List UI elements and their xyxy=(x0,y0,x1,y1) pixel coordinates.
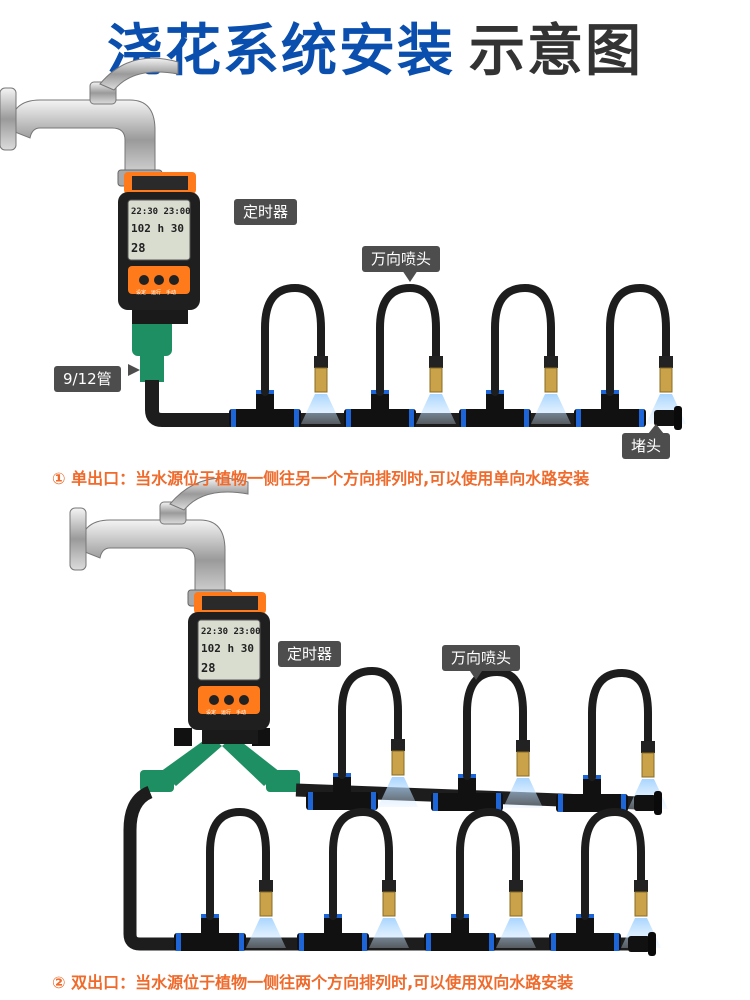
title-highlight: 浇花系统安装 xyxy=(107,19,455,84)
timer-display: 22:30 23:00 102 h 30 28 设定运行手动 xyxy=(131,207,191,296)
sprinkler-icon xyxy=(265,288,341,424)
timer-button-label: 运行 xyxy=(221,709,231,716)
pipe-label: 9/12管 xyxy=(54,366,121,392)
lower-pipe xyxy=(123,785,640,951)
plug-label: 堵头 xyxy=(622,433,671,459)
caption-single-outlet: ① 单出口：当水源位于植物一侧往另一个方向排列时,可以使用单向水路安装 xyxy=(52,469,590,488)
diagram1-assembly xyxy=(0,57,686,434)
sprinkler-icon xyxy=(592,673,668,809)
page-title: 浇花系统安装示意图 xyxy=(0,12,750,92)
nozzle-label: 万向喷头 xyxy=(442,645,521,671)
timer-time-readout: 22:30 23:00 xyxy=(201,627,261,637)
timer-button-label: 手动 xyxy=(166,289,176,296)
timer-button-label: 手动 xyxy=(236,709,246,716)
faucet-icon xyxy=(69,477,249,607)
sprinkler-icon xyxy=(585,812,661,948)
sprinkler-icon xyxy=(333,812,409,948)
timer-label: 定时器 xyxy=(278,641,342,667)
sprinkler-icon xyxy=(467,672,543,808)
timer-duration-readout: 102 h 30 xyxy=(131,222,184,235)
timer-day-readout: 28 xyxy=(201,661,215,675)
timer-button-label: 设定 xyxy=(206,709,216,716)
nozzle-label: 万向喷头 xyxy=(362,246,441,272)
timer-duration-readout: 102 h 30 xyxy=(201,642,254,655)
main-pipe xyxy=(145,380,640,427)
diagram2-assembly xyxy=(69,477,668,956)
title-rest: 示意图 xyxy=(469,19,643,84)
timer-label: 定时器 xyxy=(234,199,298,225)
caption-dual-outlet: ② 双出口：当水源位于植物一侧往两个方向排列时,可以使用双向水路安装 xyxy=(52,973,574,992)
sprinkler-icon xyxy=(380,288,456,424)
timer-display: 22:30 23:00 102 h 30 28 设定运行手动 xyxy=(201,627,261,716)
timer-button-label: 设定 xyxy=(136,289,146,296)
sprinkler-icon xyxy=(610,288,686,424)
sprinkler-icon xyxy=(495,288,571,424)
timer-button-label: 运行 xyxy=(151,289,161,296)
timer-day-readout: 28 xyxy=(131,241,145,255)
faucet-icon xyxy=(0,57,179,187)
sprinkler-icon xyxy=(210,812,286,948)
sprinkler-icon xyxy=(460,812,536,948)
timer-time-readout: 22:30 23:00 xyxy=(131,207,191,217)
